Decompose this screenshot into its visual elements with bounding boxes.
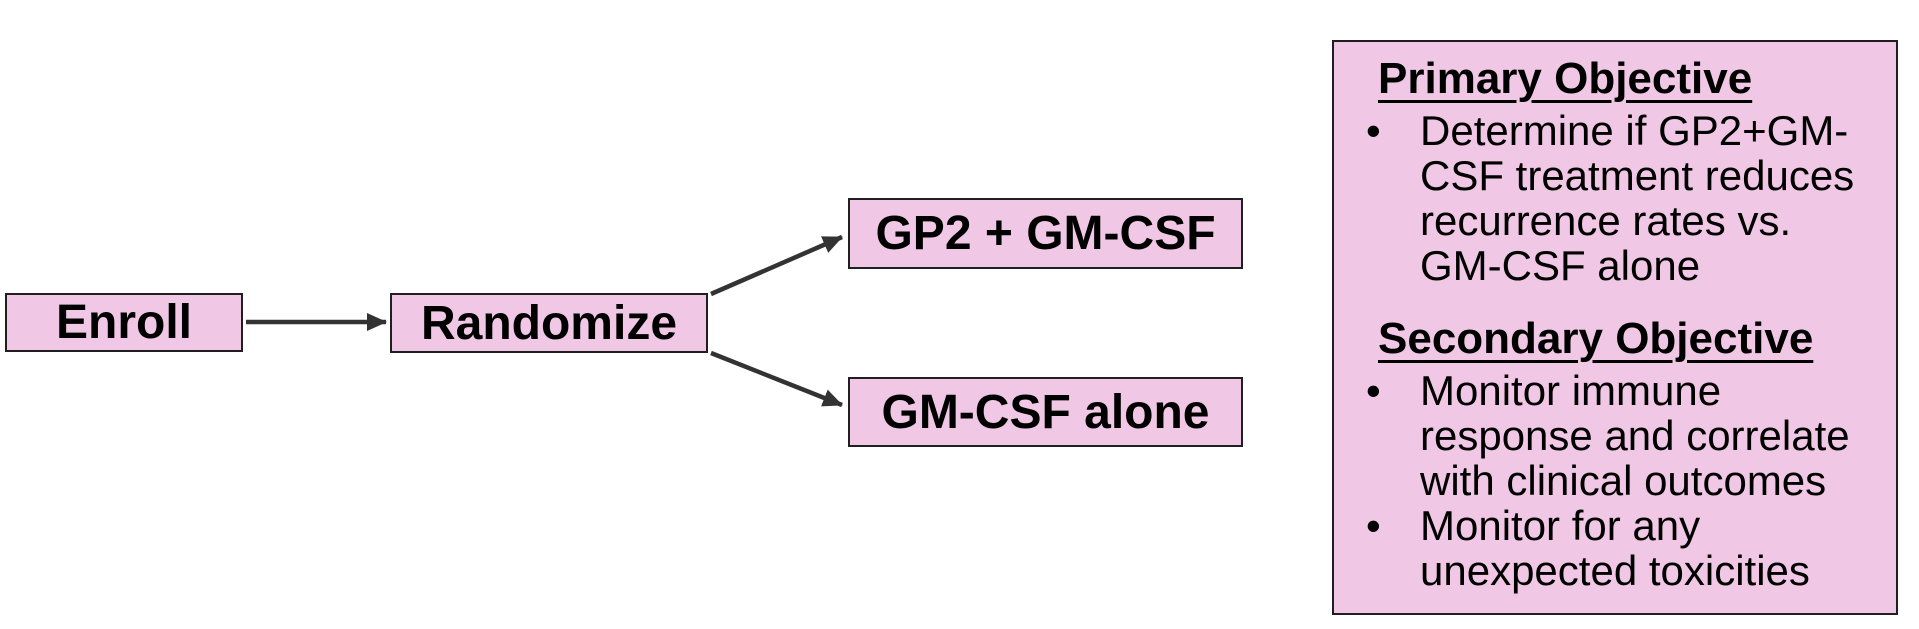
primary-objective-list: Determine if GP2+GM-CSF treatment reduce… [1334,108,1896,288]
primary-objective-heading: Primary Objective [1378,54,1753,103]
node-randomize: Randomize [390,293,708,353]
secondary-objective-heading: Secondary Objective [1378,314,1814,363]
node-gp2-gmcsf-label: GP2 + GM-CSF [875,207,1216,260]
node-gp2-gmcsf-arm: GP2 + GM-CSF [848,198,1243,269]
list-item: Determine if GP2+GM-CSF treatment reduce… [1366,108,1882,288]
arrow-randomize-to-gp2-gmcsf [710,234,843,297]
node-gmcsf-alone-label: GM-CSF alone [881,385,1210,439]
arrow-randomize-to-gmcsf-alone [710,350,843,408]
list-item: Monitor immune response and correlate wi… [1366,368,1882,503]
node-enroll: Enroll [5,293,243,352]
node-randomize-label: Randomize [420,296,678,350]
node-enroll-label: Enroll [55,296,192,349]
node-gmcsf-alone-arm: GM-CSF alone [848,377,1243,447]
secondary-objective-list: Monitor immune response and correlate wi… [1334,368,1896,593]
list-item: Monitor for any unexpected toxicities [1366,503,1882,593]
objectives-panel: Primary Objective Determine if GP2+GM-CS… [1332,40,1898,615]
